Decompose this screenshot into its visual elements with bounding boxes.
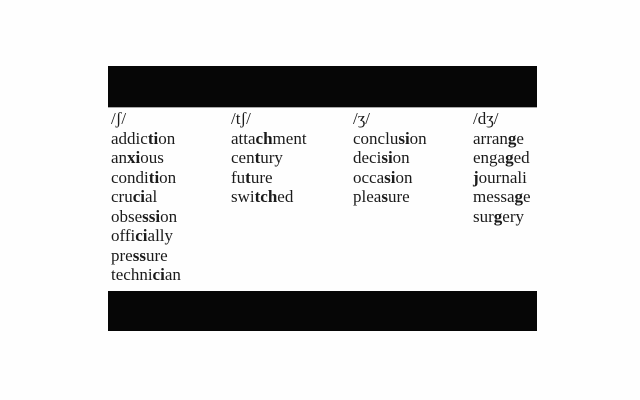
word-item: century — [231, 148, 307, 168]
redaction-bar-bottom — [108, 291, 537, 331]
word-pre: sur — [473, 206, 494, 226]
word-pre: conclu — [353, 128, 399, 148]
word-item: crucial — [111, 187, 181, 207]
word-pre: occa — [353, 167, 385, 187]
word-post: e — [523, 187, 531, 206]
word-post: ury — [260, 148, 283, 167]
word-post: al — [145, 187, 158, 206]
word-item: obsession — [111, 207, 181, 227]
word-bold: ci — [132, 187, 145, 206]
word-post: ure — [145, 245, 168, 265]
word-item: arrange — [473, 129, 531, 149]
word-bold: t — [254, 148, 261, 167]
scan-content-area: /ʃ/ addiction anxious condition crucial … — [108, 66, 537, 332]
word-pre: cru — [111, 187, 133, 206]
word-item: condition — [111, 168, 181, 188]
word-bold: g — [505, 148, 514, 167]
word-post: ery — [502, 206, 524, 226]
word-post: ournali — [478, 167, 527, 187]
word-bold: j — [473, 167, 479, 187]
word-item: occasion — [353, 168, 427, 188]
word-bold: ci — [135, 226, 148, 245]
phoneme-column-tsh: /tʃ/ attachment century future switched — [231, 109, 307, 207]
word-pre: obse — [111, 206, 143, 226]
word-bold: t — [245, 167, 251, 187]
word-bold: ci — [152, 265, 165, 284]
phoneme-column-zh: /ʒ/ conclusion decision occasion pleasur… — [353, 109, 427, 207]
word-bold: s — [381, 187, 388, 206]
word-item: pleasure — [353, 187, 427, 207]
word-bold: si — [398, 128, 410, 148]
word-bold: si — [381, 148, 393, 167]
word-bold: ti — [147, 128, 159, 148]
word-post: on — [395, 167, 413, 187]
word-pre: deci — [353, 148, 382, 167]
word-pre: offi — [111, 226, 136, 245]
word-item: anxious — [111, 148, 181, 168]
phoneme-header: /ʃ/ — [111, 109, 127, 128]
word-post: ed — [277, 187, 294, 206]
word-item: journali — [473, 168, 531, 188]
word-pre: enga — [473, 148, 506, 167]
word-post: on — [159, 167, 177, 187]
word-bold: ti — [148, 167, 160, 187]
phoneme-column-sh: /ʃ/ addiction anxious condition crucial … — [111, 109, 181, 285]
word-item: officially — [111, 226, 181, 246]
word-post: e — [516, 128, 524, 148]
word-pre: swi — [231, 187, 255, 206]
word-pre: cen — [231, 148, 255, 167]
word-pre: condi — [111, 167, 149, 187]
phoneme-header: /tʃ/ — [231, 109, 251, 128]
word-bold: tch — [254, 187, 278, 206]
word-post: ure — [387, 187, 410, 206]
word-item: technician — [111, 265, 181, 285]
word-pre: atta — [231, 128, 256, 148]
word-item: addiction — [111, 129, 181, 149]
word-post: ed — [513, 148, 530, 167]
word-post: on — [160, 206, 178, 226]
word-pre: plea — [353, 187, 382, 206]
word-bold: si — [384, 167, 396, 187]
word-post: ment — [272, 128, 307, 148]
word-bold: xi — [127, 148, 141, 167]
phoneme-column-dzh: /dʒ/ arrange engaged journali message su… — [473, 109, 531, 226]
word-pre: pre — [111, 245, 133, 265]
word-bold: g — [507, 128, 517, 148]
word-post: ous — [140, 148, 164, 167]
word-item: pressure — [111, 246, 181, 266]
word-post: on — [409, 128, 427, 148]
word-item: conclusion — [353, 129, 427, 149]
word-item: surgery — [473, 207, 531, 227]
word-post: on — [158, 128, 176, 148]
word-bold: g — [514, 187, 524, 206]
redaction-bar-top — [108, 66, 537, 108]
word-item: future — [231, 168, 307, 188]
phoneme-header: /ʒ/ — [353, 109, 370, 128]
word-pre: messa — [473, 187, 515, 206]
phoneme-header: /dʒ/ — [473, 109, 499, 128]
word-bold: ch — [255, 128, 273, 148]
word-pre: techni — [111, 265, 153, 284]
word-item: message — [473, 187, 531, 207]
word-item: engaged — [473, 148, 531, 168]
word-item: decision — [353, 148, 427, 168]
word-bold: ss — [132, 245, 146, 265]
word-post: ure — [250, 167, 273, 187]
word-post: on — [392, 148, 410, 167]
word-bold: ssi — [142, 206, 161, 226]
word-pre: fu — [231, 167, 246, 187]
word-post: ally — [147, 226, 174, 245]
word-pre: an — [111, 148, 128, 167]
word-pre: arran — [473, 128, 508, 148]
word-bold: g — [493, 206, 503, 226]
word-post: an — [164, 265, 181, 284]
word-pre: addic — [111, 128, 148, 148]
word-item: switched — [231, 187, 307, 207]
word-item: attachment — [231, 129, 307, 149]
